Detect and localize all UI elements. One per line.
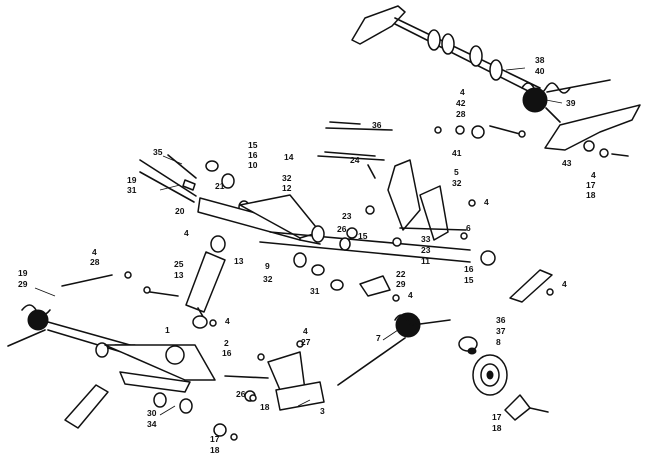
callout-16: 16 xyxy=(464,264,474,274)
callout-17: 17 xyxy=(210,434,220,444)
callout-21: 21 xyxy=(215,181,225,191)
callout-15: 15 xyxy=(464,275,474,285)
callout-43: 43 xyxy=(562,158,572,168)
callout-23: 23 xyxy=(421,245,431,255)
callout-31: 31 xyxy=(310,286,320,296)
callout-16: 16 xyxy=(248,150,258,160)
callout-22: 22 xyxy=(396,269,406,279)
callout-17: 17 xyxy=(492,412,502,422)
callout-6: 6 xyxy=(466,223,471,233)
callout-36: 36 xyxy=(372,120,382,130)
callout-13: 13 xyxy=(234,256,244,266)
callout-18: 18 xyxy=(260,402,270,412)
callout-5: 5 xyxy=(454,167,459,177)
callout-36: 36 xyxy=(496,315,506,325)
callout-32: 32 xyxy=(452,178,462,188)
callout-39: 39 xyxy=(566,98,576,108)
callout-32: 32 xyxy=(263,274,273,284)
callout-3: 3 xyxy=(320,406,325,416)
fasteners xyxy=(61,121,554,441)
callout-15: 15 xyxy=(358,231,368,241)
callout-2: 2 xyxy=(224,338,229,348)
callout-32: 32 xyxy=(282,173,292,183)
callout-40: 40 xyxy=(535,66,545,76)
callout-17: 17 xyxy=(586,180,596,190)
callout-4: 4 xyxy=(184,228,189,238)
callout-19: 19 xyxy=(18,268,28,278)
callout-18: 18 xyxy=(210,445,220,455)
lower-front-arm xyxy=(7,304,325,437)
callout-26: 26 xyxy=(236,389,246,399)
callout-8: 8 xyxy=(496,337,501,347)
shock-absorber xyxy=(185,235,226,329)
rear-arm-assembly xyxy=(351,5,641,158)
callout-18: 18 xyxy=(586,190,596,200)
callout-4: 4 xyxy=(460,87,465,97)
callout-13: 13 xyxy=(174,270,184,280)
callout-28: 28 xyxy=(456,109,466,119)
callout-4: 4 xyxy=(225,316,230,326)
callout-34: 34 xyxy=(147,419,157,429)
callout-23: 23 xyxy=(342,211,352,221)
callout-4: 4 xyxy=(591,170,596,180)
callout-28: 28 xyxy=(90,257,100,267)
callout-18: 18 xyxy=(492,423,502,433)
callout-4: 4 xyxy=(562,279,567,289)
callout-29: 29 xyxy=(18,279,28,289)
callout-1: 1 xyxy=(165,325,170,335)
callout-4: 4 xyxy=(92,247,97,257)
callout-16: 16 xyxy=(222,348,232,358)
callout-33: 33 xyxy=(421,234,431,244)
callout-4: 4 xyxy=(303,326,308,336)
callout-10: 10 xyxy=(248,160,258,170)
callout-24: 24 xyxy=(350,155,360,165)
callout-11: 11 xyxy=(421,256,430,266)
callout-27: 27 xyxy=(301,337,311,347)
callout-4: 4 xyxy=(484,197,489,207)
callout-37: 37 xyxy=(496,326,506,336)
front-spring-and-wheel xyxy=(337,312,549,421)
callout-29: 29 xyxy=(396,279,406,289)
front-arm-assembly xyxy=(139,127,553,303)
callout-31: 31 xyxy=(127,185,137,195)
callout-30: 30 xyxy=(147,408,157,418)
callout-labels: 38 40 39 4 42 28 41 43 4 17 18 36 14 24 … xyxy=(18,55,596,455)
callout-26: 26 xyxy=(337,224,347,234)
callout-25: 25 xyxy=(174,259,184,269)
rear-spring xyxy=(521,79,611,123)
callout-4: 4 xyxy=(408,290,413,300)
callout-20: 20 xyxy=(175,206,185,216)
callout-7: 7 xyxy=(376,333,381,343)
callout-41: 41 xyxy=(452,148,462,158)
callout-12: 12 xyxy=(282,183,292,193)
leader-lines xyxy=(34,67,563,416)
callout-19: 19 xyxy=(127,175,137,185)
callout-14: 14 xyxy=(284,152,294,162)
callout-15: 15 xyxy=(248,140,258,150)
callout-35: 35 xyxy=(153,147,163,157)
callout-38: 38 xyxy=(535,55,545,65)
callout-42: 42 xyxy=(456,98,466,108)
callout-9: 9 xyxy=(265,261,270,271)
